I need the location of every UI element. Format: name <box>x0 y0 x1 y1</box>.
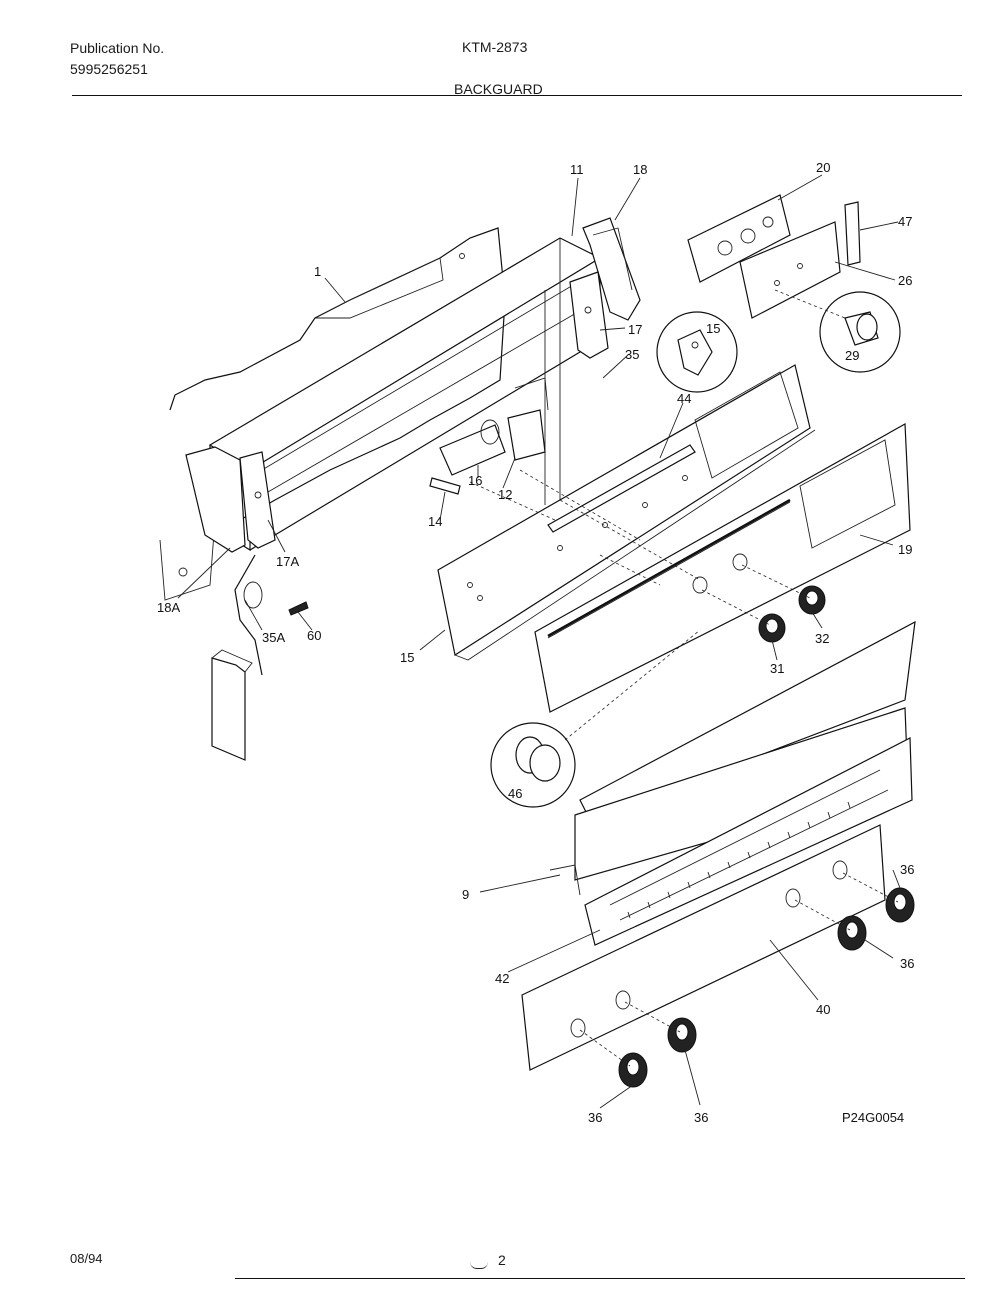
callout-36-d: 36 <box>694 1110 708 1125</box>
callout-26: 26 <box>898 273 912 288</box>
part-44-trim <box>547 444 696 533</box>
callout-15-panel: 15 <box>400 650 414 665</box>
callout-35a: 35A <box>262 630 285 645</box>
part-35a-side-panel <box>234 554 309 676</box>
callout-17a: 17A <box>276 554 299 569</box>
part-29-knob-detail <box>819 291 901 373</box>
part-1-rear-panel <box>159 227 506 601</box>
part-32-knob <box>798 585 826 615</box>
callout-32: 32 <box>815 631 829 646</box>
callout-60: 60 <box>307 628 321 643</box>
callout-12: 12 <box>498 487 512 502</box>
callout-14: 14 <box>428 514 442 529</box>
callout-31: 31 <box>770 661 784 676</box>
callout-40: 40 <box>816 1002 830 1017</box>
publication-number: 5995256251 <box>70 61 148 77</box>
footer-page-number: 2 <box>498 1252 506 1268</box>
part-42-vent-frame <box>584 737 913 946</box>
part-36-knob-b <box>837 915 867 951</box>
filler-strip <box>211 649 253 761</box>
callout-36-a: 36 <box>900 862 914 877</box>
callout-20: 20 <box>816 160 830 175</box>
part-20-clock <box>687 194 791 283</box>
leader-lines <box>177 174 901 1109</box>
callout-44: 44 <box>677 391 691 406</box>
part-36-knob-a <box>885 887 915 923</box>
callout-1: 1 <box>314 264 321 279</box>
part-18-end-bracket <box>569 217 641 359</box>
part-14-clip <box>429 477 461 495</box>
part-15-control-panel <box>437 364 816 661</box>
model-number: KTM-2873 <box>462 39 528 55</box>
callout-9: 9 <box>462 887 469 902</box>
part-19-overlay-panel <box>534 423 911 713</box>
callout-18a: 18A <box>157 600 180 615</box>
callout-19: 19 <box>898 542 912 557</box>
part-16-switch <box>439 419 506 476</box>
part-12-switch <box>507 377 549 461</box>
assembly-lines <box>469 289 899 1067</box>
callout-11: 11 <box>570 162 584 177</box>
callout-16: 16 <box>468 473 482 488</box>
callout-35: 35 <box>625 347 639 362</box>
part-9-front-trim <box>549 620 916 896</box>
publication-label: Publication No. <box>70 40 165 56</box>
callout-36-b: 36 <box>900 956 914 971</box>
part-15-thermostat-detail <box>656 311 738 393</box>
callout-18: 18 <box>633 162 647 177</box>
callout-29: 29 <box>845 348 859 363</box>
footer-rule <box>235 1278 965 1279</box>
part-31-knob <box>758 613 786 643</box>
callout-36-c: 36 <box>588 1110 602 1125</box>
footer-date: 08/94 <box>70 1251 103 1266</box>
part-40-manifold-panel <box>521 824 886 1071</box>
callout-46: 46 <box>508 786 522 801</box>
part-46-detail <box>490 722 576 808</box>
section-title: BACKGUARD <box>454 81 543 97</box>
part-36-knob-c <box>667 1017 697 1053</box>
part-18a-end-bracket <box>185 446 276 553</box>
part-36-knob-d <box>618 1052 648 1088</box>
callout-47: 47 <box>898 214 912 229</box>
callout-15-thermostat: 15 <box>706 321 720 336</box>
callout-42: 42 <box>495 971 509 986</box>
figure-code: P24G0054 <box>842 1110 904 1125</box>
header-rule <box>72 95 962 96</box>
part-26-plate <box>739 221 841 319</box>
part-47-bracket <box>844 201 861 266</box>
callout-17: 17 <box>628 322 642 337</box>
callout-labels: 1 11 18 20 47 26 29 15 17 35 44 16 12 14… <box>157 160 914 1125</box>
footer-mark <box>470 1262 488 1269</box>
